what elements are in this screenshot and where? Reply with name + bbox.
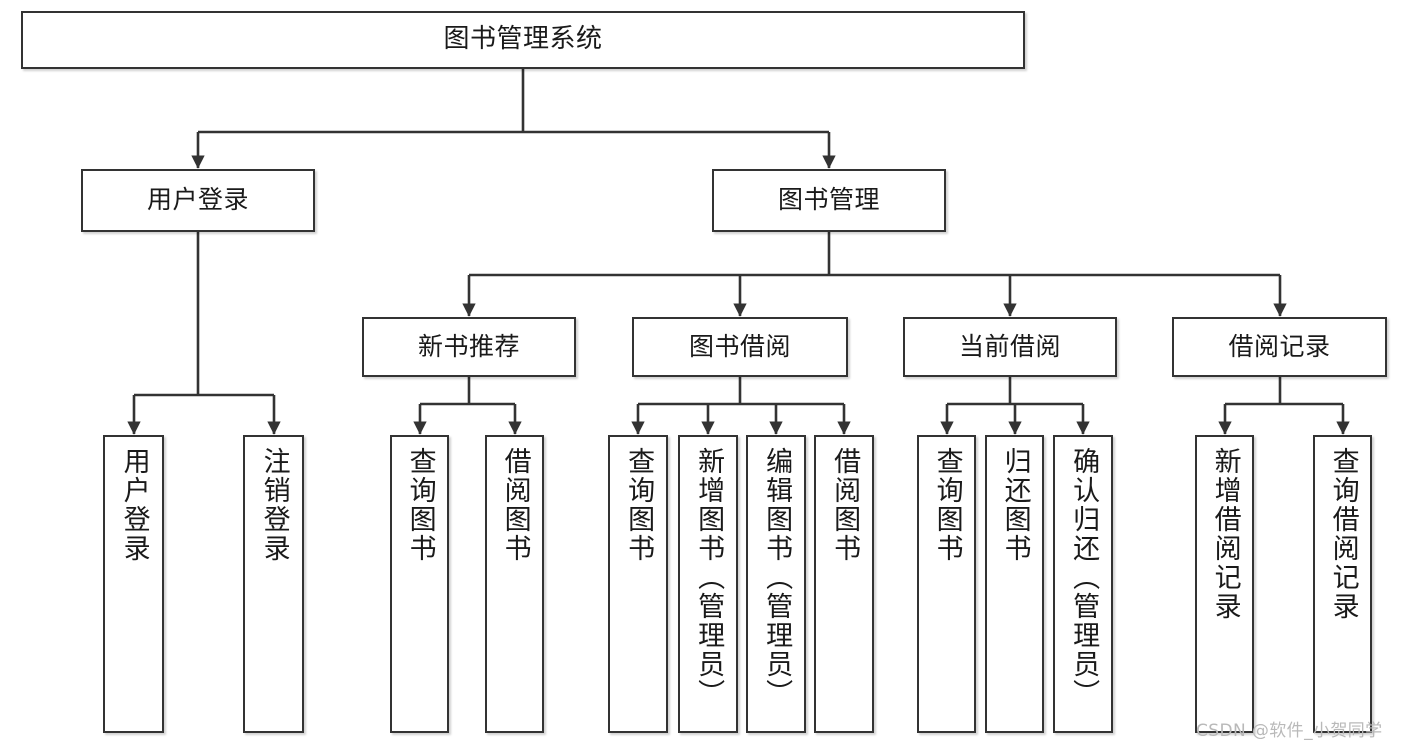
node-label: 查询借阅记录	[1327, 447, 1359, 621]
node-leaf-query-2[interactable]: 查询图书	[608, 435, 668, 733]
node-leaf-user-login[interactable]: 用户登录	[103, 435, 164, 733]
node-label: 当前借阅	[958, 331, 1061, 361]
node-label: 查询图书	[931, 447, 963, 563]
node-label: 用户登录	[146, 185, 249, 215]
node-label: 归还图书	[999, 447, 1031, 563]
node-label: 借阅图书	[499, 447, 531, 563]
node-label: 注销登录	[258, 447, 290, 563]
node-leaf-confirm[interactable]: 确认归还（管理员）	[1053, 435, 1113, 733]
node-label: 编辑图书（管理员）	[761, 447, 793, 708]
node-label: 新增借阅记录	[1209, 447, 1241, 621]
node-leaf-borrow-2[interactable]: 借阅图书	[814, 435, 874, 733]
node-label: 新书推荐	[417, 331, 520, 361]
node-leaf-query-1[interactable]: 查询图书	[390, 435, 449, 733]
node-leaf-add-book[interactable]: 新增图书（管理员）	[678, 435, 738, 733]
node-leaf-borrow-1[interactable]: 借阅图书	[485, 435, 544, 733]
csdn-watermark: CSDN @软件_小贺同学	[1196, 721, 1383, 741]
node-label: 查询图书	[623, 447, 655, 563]
node-label: 确认归还（管理员）	[1068, 447, 1100, 708]
node-leaf-query-rec[interactable]: 查询借阅记录	[1313, 435, 1372, 733]
node-label: 用户登录	[118, 447, 150, 563]
node-leaf-add-rec[interactable]: 新增借阅记录	[1195, 435, 1254, 733]
node-book-borrow[interactable]: 图书借阅	[632, 317, 848, 377]
node-leaf-logout[interactable]: 注销登录	[243, 435, 304, 733]
node-label: 图书管理系统	[443, 24, 603, 55]
node-borrow-record[interactable]: 借阅记录	[1172, 317, 1387, 377]
node-label: 借阅记录	[1228, 331, 1331, 361]
node-label: 图书管理	[777, 185, 880, 215]
node-current-borrow[interactable]: 当前借阅	[903, 317, 1117, 377]
node-label: 图书借阅	[688, 331, 791, 361]
node-leaf-edit-book[interactable]: 编辑图书（管理员）	[746, 435, 806, 733]
node-label: 查询图书	[404, 447, 436, 563]
node-label: 新增图书（管理员）	[693, 447, 725, 708]
node-label: 借阅图书	[829, 447, 861, 563]
node-leaf-return[interactable]: 归还图书	[985, 435, 1044, 733]
node-new-book-rec[interactable]: 新书推荐	[362, 317, 576, 377]
node-book-manage[interactable]: 图书管理	[712, 169, 946, 232]
node-user-login[interactable]: 用户登录	[81, 169, 315, 232]
node-root[interactable]: 图书管理系统	[21, 11, 1025, 69]
node-leaf-query-3[interactable]: 查询图书	[917, 435, 976, 733]
